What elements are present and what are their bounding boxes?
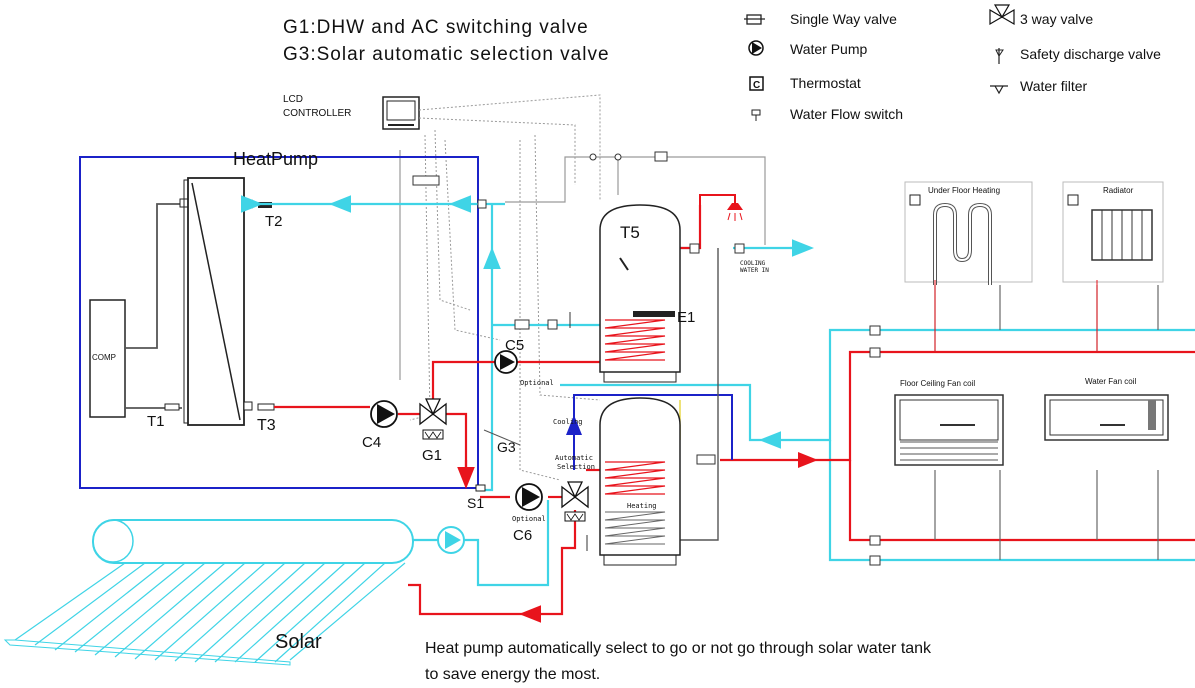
- filter-legend-icon: [990, 85, 1008, 95]
- label-s1: S1: [467, 495, 484, 511]
- footer-line-2: to save energy the most.: [425, 666, 600, 683]
- water-fan-coil: [1044, 394, 1169, 441]
- optional-label-1: Optional: [520, 379, 554, 387]
- legend-pump: Water Pump: [790, 41, 867, 57]
- three-way-valve-legend-icon: [989, 4, 1015, 26]
- label-c5: C5: [505, 337, 524, 354]
- cooling-water-label-1: COOLING: [740, 260, 766, 267]
- legend-flow-switch: Water Flow switch: [790, 106, 903, 122]
- thermostat-legend-icon: C: [749, 76, 764, 91]
- floor-ceiling-label: Floor Ceiling Fan coil: [900, 379, 975, 388]
- inline-valves: [412, 151, 881, 566]
- pump-c4-icon[interactable]: [370, 400, 398, 428]
- solar-collector: [3, 519, 414, 666]
- radiator-label: Radiator: [1103, 186, 1134, 195]
- label-t5: T5: [620, 223, 640, 242]
- water-fan-label: Water Fan coil: [1085, 377, 1136, 386]
- auto-label-2: Selection: [557, 463, 595, 471]
- heatpump-frame: [79, 156, 479, 489]
- solar-label: Solar: [275, 631, 322, 653]
- label-g1: G1: [422, 447, 442, 464]
- label-g3: G3: [497, 439, 516, 455]
- label-t2: T2: [265, 213, 283, 230]
- hot-water-piping: [274, 205, 1195, 623]
- pump-c5-icon[interactable]: [494, 350, 518, 374]
- legend-safety: Safety discharge valve: [1020, 46, 1161, 62]
- solar-tank: [599, 397, 681, 566]
- three-way-valve-g3-icon[interactable]: [561, 481, 589, 522]
- svg-text:C: C: [753, 80, 760, 91]
- optional-label-2: Optional: [512, 515, 546, 523]
- legend-thermostat: Thermostat: [790, 75, 861, 91]
- three-way-valve-g1-icon[interactable]: [419, 398, 447, 440]
- lcd-controller-icon: [382, 96, 420, 130]
- single-way-valve-icon: [744, 14, 765, 25]
- bypass-dark-line: [680, 248, 719, 541]
- under-floor-heating: [904, 181, 1033, 285]
- label-e1: E1: [677, 309, 695, 326]
- footer-line-1: Heat pump automatically select to go or …: [425, 640, 932, 657]
- label-t3: T3: [257, 417, 276, 434]
- header-line-2: G3:Solar automatic selection valve: [283, 44, 610, 65]
- ufh-label: Under Floor Heating: [928, 186, 1000, 195]
- comp-label: COMP: [92, 353, 116, 362]
- heatpump-label: HeatPump: [233, 149, 318, 169]
- pump-c6-icon[interactable]: [515, 483, 543, 511]
- dhw-tank: [599, 204, 681, 383]
- branch-hot-drops: [934, 280, 1098, 352]
- legend: Single Way valve Water Pump C Thermostat…: [744, 4, 1161, 122]
- legend-filter: Water filter: [1020, 78, 1087, 94]
- lcd-label-2: CONTROLLER: [283, 108, 351, 119]
- label-t1: T1: [147, 413, 165, 430]
- cooling-label: Cooling: [553, 418, 583, 426]
- heating-label: Heating: [627, 502, 657, 510]
- refrigerant-line-top: [125, 203, 182, 349]
- control-wiring: [409, 94, 601, 481]
- radiator: [1062, 181, 1164, 283]
- legend-single-way: Single Way valve: [790, 11, 897, 27]
- label-c6: C6: [513, 527, 532, 544]
- label-c4: C4: [362, 434, 381, 451]
- legend-three-way: 3 way valve: [1020, 11, 1093, 27]
- safety-valve-legend-icon: [995, 48, 1004, 64]
- pump-solar-icon[interactable]: [437, 526, 465, 554]
- lcd-label-1: LCD: [283, 94, 303, 105]
- floor-ceiling-fan-coil: [894, 394, 1004, 466]
- flow-switch-legend-icon: [751, 109, 761, 121]
- cold-bypass-line: [399, 150, 766, 380]
- plate-heat-exchanger: [183, 177, 245, 426]
- header-line-1: G1:DHW and AC switching valve: [283, 17, 589, 38]
- pump-legend-icon: [748, 40, 764, 56]
- cooling-piping: [566, 394, 733, 470]
- shower-head-icon: [699, 194, 743, 221]
- compressor-box: [89, 299, 126, 418]
- cooling-water-label-2: WATER IN: [740, 267, 769, 274]
- auto-label-1: Automatic: [555, 454, 593, 462]
